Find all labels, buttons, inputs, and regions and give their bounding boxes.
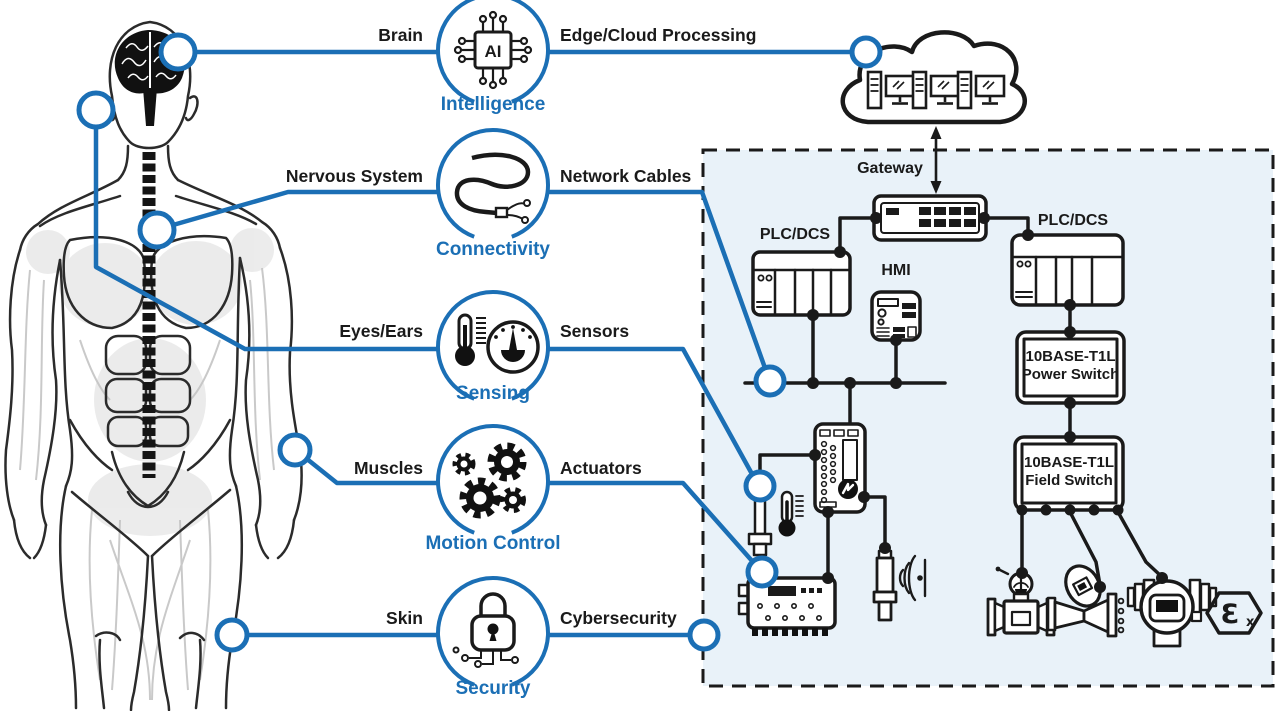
label-nervous-system: Nervous System [285,166,423,186]
node-actuator [745,555,779,589]
label-plc-left: PLC/DCS [759,226,831,243]
ex-symbol-epsilon: Ɛ [1221,599,1240,630]
node-fieldbus [753,364,787,398]
motor-drive-device [737,576,837,636]
node-sensor [743,469,777,503]
hmi-device [870,290,922,342]
ex-hazardous-area-symbol [1205,591,1263,635]
label-field-switch: 10BASE-T1L Field Switch [1015,454,1123,490]
network-cable-icon [454,152,531,224]
caption-security: Security [455,678,531,699]
label-muscles: Muscles [353,458,423,478]
wireless-waves-icon [898,554,917,602]
connection-nodes [76,32,883,653]
control-valve-icon [1046,564,1125,638]
label-network-cables: Network Cables [560,166,692,186]
caption-connectivity: Connectivity [435,239,551,260]
label-sensors: Sensors [560,321,630,341]
field-switch-line1: 10BASE-T1L [1023,454,1115,471]
plc-dcs-left-device [751,250,852,317]
node-cloud [849,35,883,69]
cloud-computing-icon [840,30,1027,125]
caption-sensing: Sensing [456,383,530,404]
power-switch-box [1015,330,1126,405]
probe-sensor-icon [747,497,773,557]
cloud-gateway-arrow [930,126,942,194]
caption-motion-control: Motion Control [425,533,561,554]
label-plc-right: PLC/DCS [1037,212,1109,229]
node-arm-muscle [277,432,313,468]
padlock-icon [452,592,519,668]
flow-meter-icon [986,566,1056,637]
label-eyes-ears: Eyes/Ears [339,321,423,341]
node-security [687,618,721,652]
label-brain: Brain [378,25,423,45]
node-thigh-skin [214,617,250,653]
plc-dcs-right-device [1010,233,1125,307]
ai-chip-text: AI [485,42,502,61]
human-body-illustration [4,20,303,711]
junction-dots [807,212,1168,593]
node-brain [158,32,198,72]
label-edge-cloud: Edge/Cloud Processing [560,25,757,45]
remote-io-module [813,422,867,514]
node-spine [137,210,177,250]
ex-symbol-x: x [1246,615,1255,630]
label-skin: Skin [386,608,423,628]
label-power-switch: 10BASE-T1L Power Switch [1017,348,1124,384]
gears-icon [452,442,527,519]
field-switch-line2: Field Switch [1025,472,1113,489]
pressure-transmitter-icon [1126,578,1218,648]
label-actuators: Actuators [560,458,642,478]
sensing-gauge-icon [455,313,540,374]
analogy-icons: AI [436,0,550,687]
power-switch-line2: Power Switch [1021,366,1120,383]
label-cybersecurity: Cybersecurity [560,608,677,628]
node-ear [76,90,116,130]
wireless-sensor-icon [872,549,927,622]
label-hmi: HMI [881,262,911,279]
gateway-device [872,194,988,242]
field-switch-box [1013,435,1125,512]
thermometer-sensor-icon [778,490,804,537]
caption-intelligence: Intelligence [440,94,546,115]
motion-circle [436,424,550,535]
label-gateway: Gateway [857,160,923,177]
ai-chip-icon: AI [453,10,533,90]
blue-connector-lines [93,49,854,638]
power-switch-line1: 10BASE-T1L [1025,348,1116,365]
